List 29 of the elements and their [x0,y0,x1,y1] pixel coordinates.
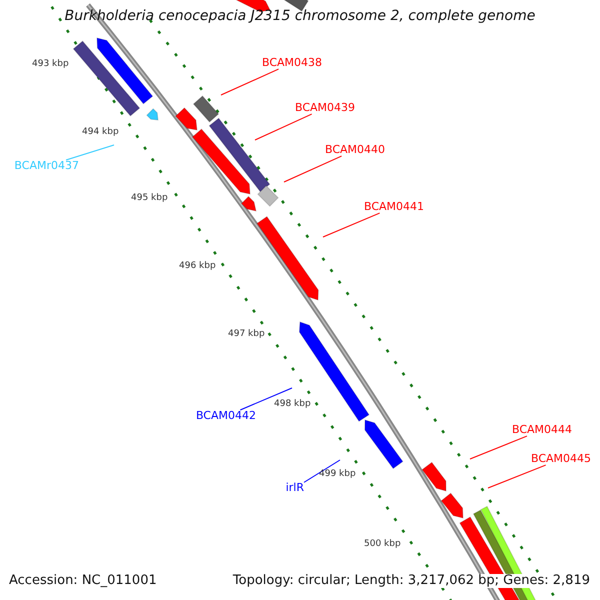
gene-label: BCAM0440 [325,144,386,156]
gene-label: irlR [286,482,304,494]
leader-line [254,114,312,140]
title: Burkholderia cenocepacia J2315 chromosome 2, complete genome [64,9,536,24]
scale-label: 494 kbp [82,128,119,138]
gene-label: BCAM0439 [295,102,356,114]
gene-label: BCAM0444 [512,424,572,436]
leader-line [66,144,114,160]
leader-line [284,156,342,182]
leader-line [304,460,340,483]
gene-label: BCAMr0437 [14,160,79,172]
leader-line [488,464,546,488]
gene-label: BCAM0445 [531,453,592,466]
footer-text: Topology: circular; Length: 3,217,062 bp; Genes: 2,819 [232,574,590,588]
scale-label: 499 kbp [319,470,356,480]
gene-label: BCAM0441 [364,201,424,214]
scale-label: 497 kbp [228,330,265,340]
leader-line [220,68,280,96]
leader-line [322,212,380,238]
scale-label: 500 kbp [364,540,401,550]
leader-line [470,436,528,460]
scale-label: 495 kbp [131,194,168,204]
footer-text: Accession: NC_011001 [9,574,157,588]
gene-label: BCAM0442 [196,410,256,422]
scale-label: 498 kbp [274,400,311,410]
scale-label: 493 kbp [32,60,69,70]
scale-label: 496 kbp [179,262,216,272]
leader-line [240,388,292,410]
gene-label: BCAM0438 [262,57,322,70]
